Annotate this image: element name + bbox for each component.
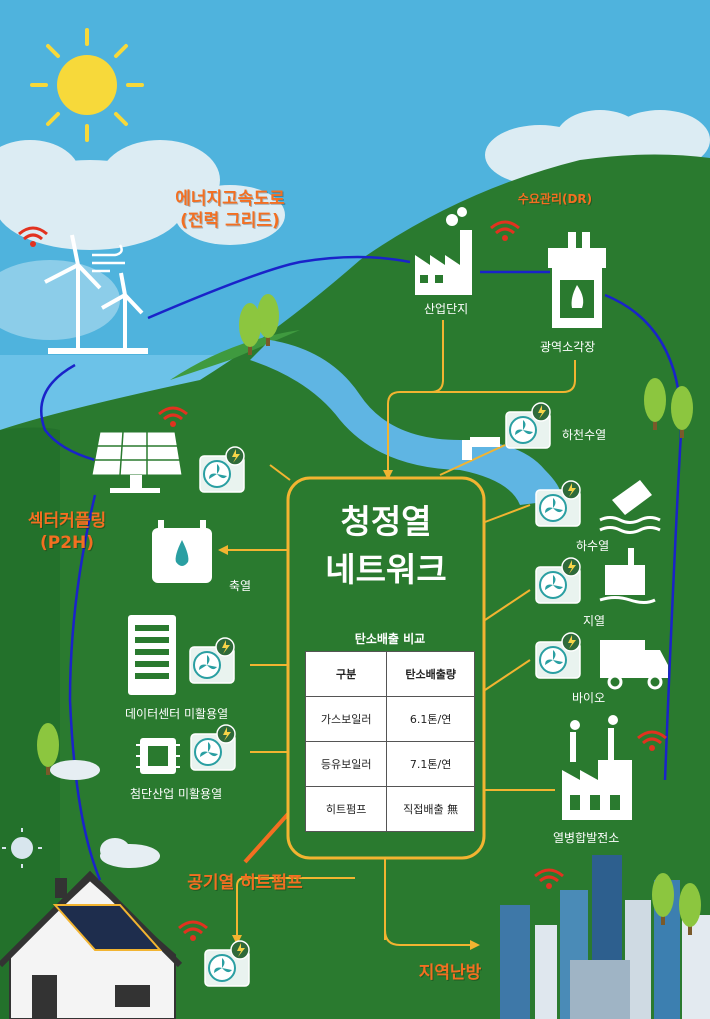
comparison-title: 탄소배출 비교 bbox=[354, 632, 426, 646]
power-grid-lines bbox=[40, 255, 683, 881]
table-header-cell: 탄소배출량 bbox=[386, 651, 475, 697]
emission-comparison-table: 구분 탄소배출량 가스보일러 6.1톤/연 등유보일러 7.1톤/연 히트펌프 … bbox=[304, 651, 475, 832]
small-sun-icon bbox=[2, 828, 42, 868]
table-header-row: 구분 탄소배출량 bbox=[304, 651, 475, 697]
table-row: 히트펌프 직접배출 無 bbox=[304, 786, 475, 832]
microchip-icon bbox=[136, 738, 180, 774]
table-cell: 등유보일러 bbox=[304, 741, 388, 787]
demand-management-label: 수요관리(DR) bbox=[517, 192, 593, 206]
table-header-cell: 구분 bbox=[304, 651, 388, 697]
table-cell: 7.1톤/연 bbox=[386, 741, 475, 787]
solar-panel-icon bbox=[91, 431, 183, 493]
label-chp-plant: 열병합발전소 bbox=[553, 831, 620, 845]
energy-highway-line1: 에너지고속도로 bbox=[175, 189, 285, 209]
hub-title-line2: 네트워크 bbox=[325, 550, 447, 589]
server-rack-icon bbox=[128, 615, 176, 695]
energy-highway-line2: (전력 그리드) bbox=[180, 211, 280, 232]
heat-flow-lines bbox=[228, 320, 576, 946]
river-pipe-icon bbox=[462, 437, 500, 460]
heat-storage-tank-icon bbox=[152, 520, 212, 583]
label-industrial-complex: 산업단지 bbox=[424, 302, 469, 316]
label-sewage-heat: 하수열 bbox=[576, 539, 610, 553]
sewage-icon bbox=[599, 480, 661, 534]
wind-icon bbox=[92, 244, 125, 273]
garbage-truck-icon bbox=[600, 640, 668, 690]
table-cell: 가스보일러 bbox=[304, 696, 388, 742]
air-heat-pump-label: 공기열 히트펌프 bbox=[187, 873, 303, 893]
district-heating-label: 지역난방 bbox=[418, 963, 482, 983]
sector-coupling-line1: 섹터커플링 bbox=[27, 511, 107, 531]
energy-highway-label: 에너지고속도로 (전력 그리드) bbox=[140, 188, 320, 232]
hub-title-line1: 청정열 bbox=[340, 502, 432, 541]
small-cloud-icon bbox=[50, 760, 160, 868]
label-advanced-industry: 첨단산업 미활용열 bbox=[130, 787, 223, 801]
sector-coupling-line2: (P2H) bbox=[39, 533, 95, 554]
label-incinerator: 광역소각장 bbox=[540, 340, 596, 354]
cloud-icon bbox=[0, 110, 710, 250]
power-plant-icon bbox=[562, 715, 632, 820]
label-heat-storage: 축열 bbox=[229, 579, 252, 593]
label-bio: 바이오 bbox=[572, 691, 606, 705]
label-river-heat: 하천수열 bbox=[562, 428, 607, 442]
city-skyline bbox=[500, 855, 710, 1019]
factory-icon bbox=[415, 207, 472, 295]
sector-coupling-label: 섹터커플링 (P2H) bbox=[8, 510, 126, 554]
label-geothermal: 지열 bbox=[583, 614, 606, 628]
geothermal-icon bbox=[599, 548, 656, 604]
label-data-center: 데이터센터 미활용열 bbox=[125, 707, 229, 721]
table-row: 등유보일러 7.1톤/연 bbox=[304, 741, 475, 787]
sun-icon bbox=[30, 28, 144, 142]
table-cell: 6.1톤/연 bbox=[386, 696, 475, 742]
incinerator-icon bbox=[548, 232, 606, 328]
table-cell: 직접배출 無 bbox=[386, 786, 475, 832]
wind-turbine-icon bbox=[44, 234, 148, 354]
house-icon bbox=[0, 870, 183, 1019]
table-cell: 히트펌프 bbox=[304, 786, 388, 832]
table-row: 가스보일러 6.1톤/연 bbox=[304, 696, 475, 742]
hub-title: 청정열 네트워크 bbox=[288, 498, 484, 594]
